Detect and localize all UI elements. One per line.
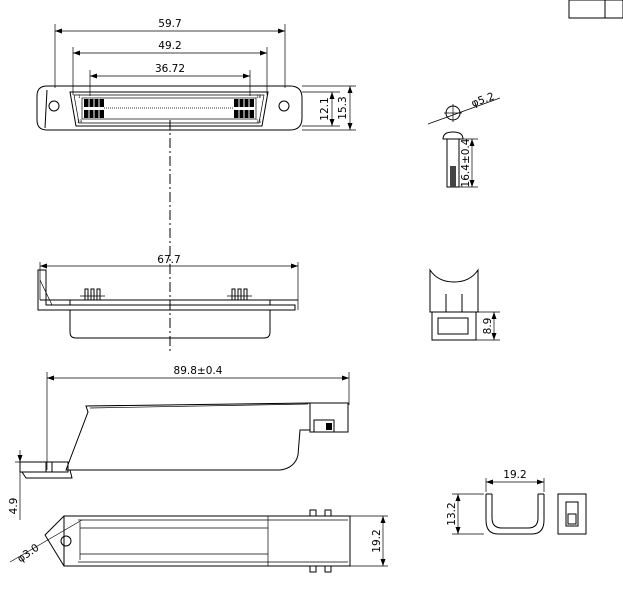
- dim-contact-span: 36.72: [155, 63, 185, 75]
- pin-label-1: 1: [78, 94, 81, 99]
- dim-overall-width: 59.7: [158, 18, 181, 30]
- dim-outer-height: 15.3: [337, 96, 349, 119]
- dim-hood-length: 89.8±0.4: [174, 365, 223, 377]
- dim-clip-width: 19.2: [503, 469, 526, 481]
- dim-end-height: 8.9: [482, 318, 494, 335]
- dim-lever-offset: 4.9: [8, 498, 20, 515]
- top-view: 59.7 49.2 36.72: [36, 18, 356, 131]
- screw-detail: φ5.2 16.4±0.4: [427, 91, 501, 188]
- dim-inner-height: 12.1: [319, 97, 331, 120]
- dim-clip-height: 13.2: [446, 502, 458, 525]
- title-block: [568, 0, 623, 19]
- pin-label-36: 36: [256, 119, 262, 124]
- dim-side-length: 67.7: [157, 254, 180, 266]
- dim-screw-length: 16.4±0.4: [460, 138, 472, 187]
- dim-hole-diameter: φ3.0: [15, 542, 41, 565]
- clip-detail: 19.2 13.2: [446, 469, 587, 535]
- side-view: 67.7: [37, 254, 299, 339]
- hood-view: 89.8±0.4 4.9: [8, 365, 350, 520]
- dim-bottom-width: 19.2: [371, 529, 383, 552]
- dim-screw-diameter: φ5.2: [470, 91, 496, 110]
- pin-label-19: 19: [77, 119, 83, 124]
- dim-mounting-span: 49.2: [158, 40, 181, 52]
- end-view: 8.9: [429, 268, 500, 341]
- bottom-view: φ3.0 19.2: [9, 509, 388, 573]
- pin-label-18: 18: [256, 94, 262, 99]
